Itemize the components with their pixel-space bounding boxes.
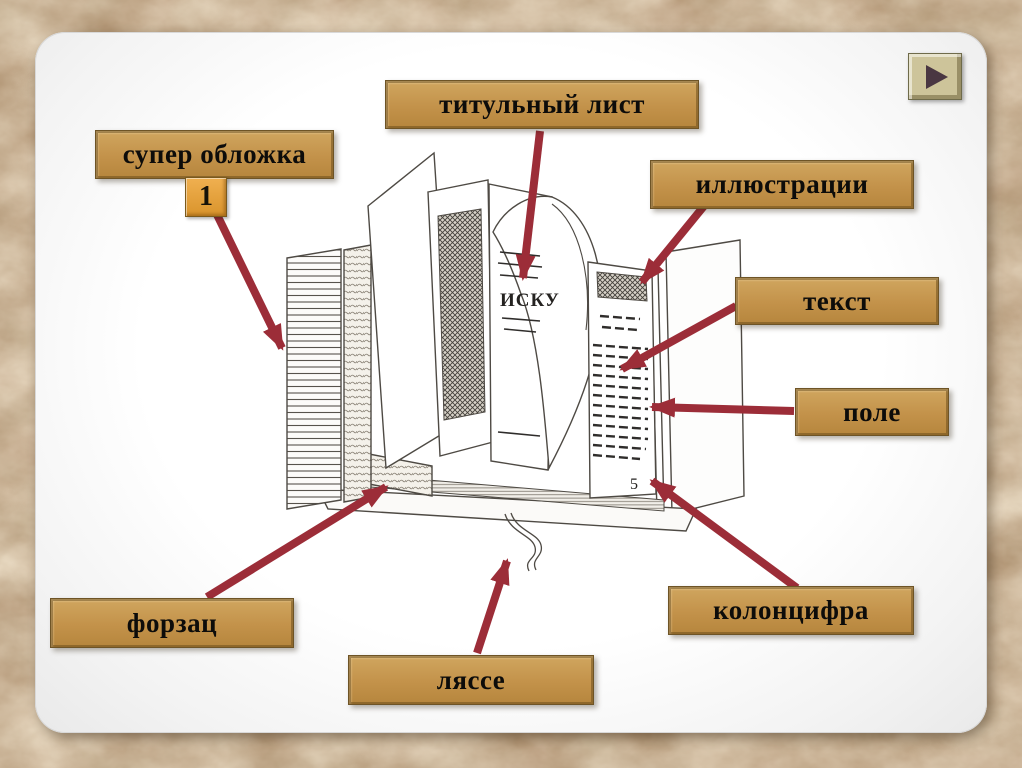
next-arrow-icon — [925, 64, 948, 89]
label-title-page: титульный лист — [385, 80, 699, 129]
label-illustrations: иллюстрации — [650, 160, 914, 209]
label-column-number: колонцифра — [668, 586, 914, 635]
label-endpaper: форзац — [50, 598, 294, 648]
slide-number-badge: 1 — [185, 177, 227, 217]
label-margin: поле — [795, 388, 949, 436]
label-dust-jacket: супер обложка — [95, 130, 334, 179]
next-slide-button[interactable] — [908, 53, 962, 100]
label-text: текст — [735, 277, 939, 325]
label-ribbon: ляссе — [348, 655, 594, 705]
